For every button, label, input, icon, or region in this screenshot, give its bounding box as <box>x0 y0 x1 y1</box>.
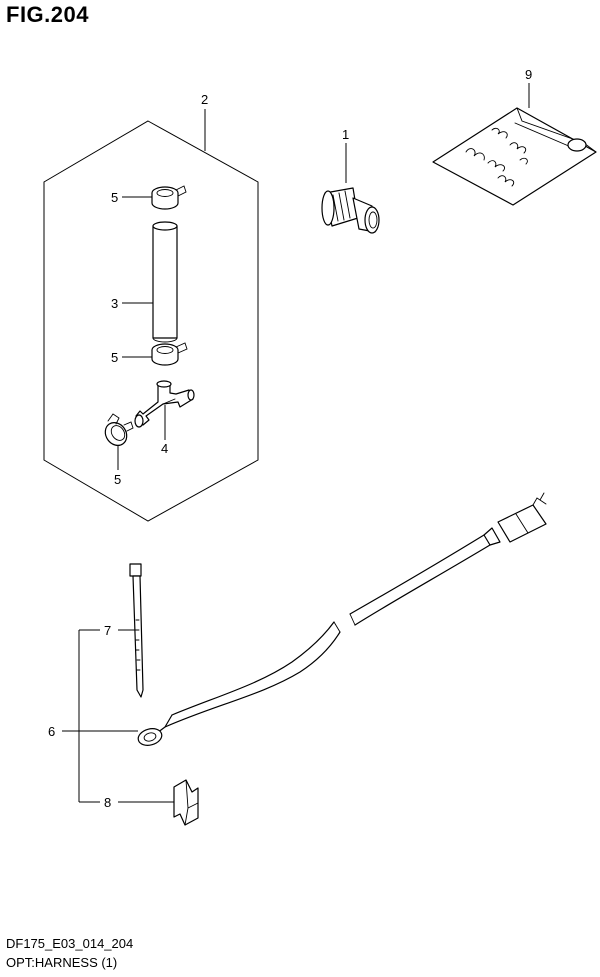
figure-code: DF175_E03_014_204 <box>6 936 134 951</box>
kit-group-outline <box>43 120 259 522</box>
callout-5-middle: 5 <box>111 350 118 365</box>
callout-7: 7 <box>104 623 111 638</box>
hose-part[interactable] <box>152 221 178 343</box>
callout-1: 1 <box>342 127 349 142</box>
callout-5-top: 5 <box>111 190 118 205</box>
harness-wire-part[interactable] <box>136 492 547 748</box>
callout-9: 9 <box>525 67 532 82</box>
callout-6: 6 <box>48 724 55 739</box>
callout-8: 8 <box>104 795 111 810</box>
callout-2: 2 <box>201 92 208 107</box>
figure-description: OPT:HARNESS (1) <box>6 955 118 970</box>
callout-5-lower: 5 <box>114 472 121 487</box>
fitting-part[interactable] <box>321 187 380 234</box>
clamp-top[interactable] <box>151 185 187 210</box>
clamp-middle[interactable] <box>151 342 188 366</box>
parts-bag[interactable] <box>432 107 597 206</box>
t-joint-part[interactable] <box>134 380 195 428</box>
callout-4: 4 <box>161 441 168 456</box>
callout-3: 3 <box>111 296 118 311</box>
figure-title: FIG.204 <box>6 2 89 27</box>
cap-part[interactable] <box>173 779 199 826</box>
leader-lines <box>62 83 530 803</box>
clamp-lower[interactable] <box>101 413 134 450</box>
